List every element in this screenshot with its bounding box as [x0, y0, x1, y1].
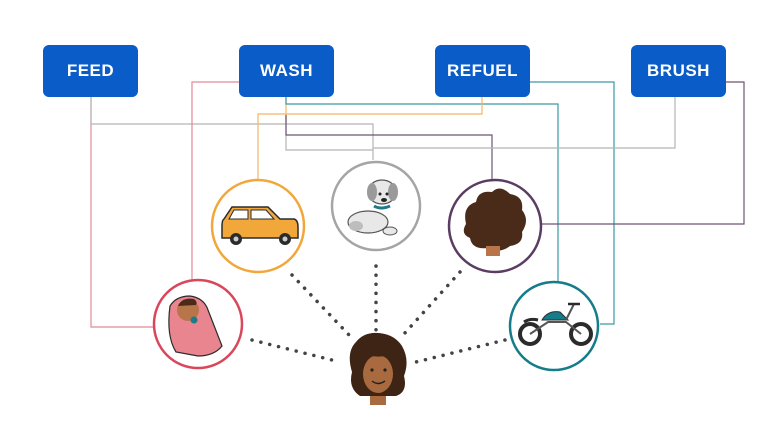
wire-brush-dog [373, 97, 676, 149]
wire-wash-baby [191, 81, 239, 290]
person-icon [349, 332, 407, 405]
baby-node[interactable] [152, 278, 244, 370]
motorcycle-node[interactable] [508, 280, 600, 372]
baby-icon [168, 295, 223, 357]
wire-feed-baby [90, 97, 160, 328]
wire-feed-dog [90, 97, 374, 160]
wire-refuel-car [257, 97, 483, 180]
feed-button[interactable]: FEED [43, 45, 138, 97]
hair-node[interactable] [447, 178, 543, 274]
wire-wash-dog [285, 115, 373, 151]
wire-wash-moto [285, 97, 559, 283]
dog-node[interactable] [330, 160, 422, 252]
refuel-button[interactable]: REFUEL [435, 45, 530, 97]
wash-button[interactable]: WASH [239, 45, 334, 97]
car-icon [221, 206, 299, 245]
dots-car [290, 273, 352, 338]
dots-hair [402, 270, 462, 336]
dots-baby [250, 338, 342, 364]
brush-button[interactable]: BRUSH [631, 45, 726, 97]
wire-refuel-moto [530, 81, 615, 325]
dots-moto [414, 338, 507, 364]
dog-icon [347, 179, 398, 236]
hair-icon [463, 188, 526, 256]
person-node[interactable] [349, 332, 407, 405]
car-node[interactable] [210, 178, 306, 274]
wire-brush-hair [540, 81, 745, 225]
wire-wash-hair [285, 115, 493, 182]
motorcycle-icon [518, 302, 593, 346]
